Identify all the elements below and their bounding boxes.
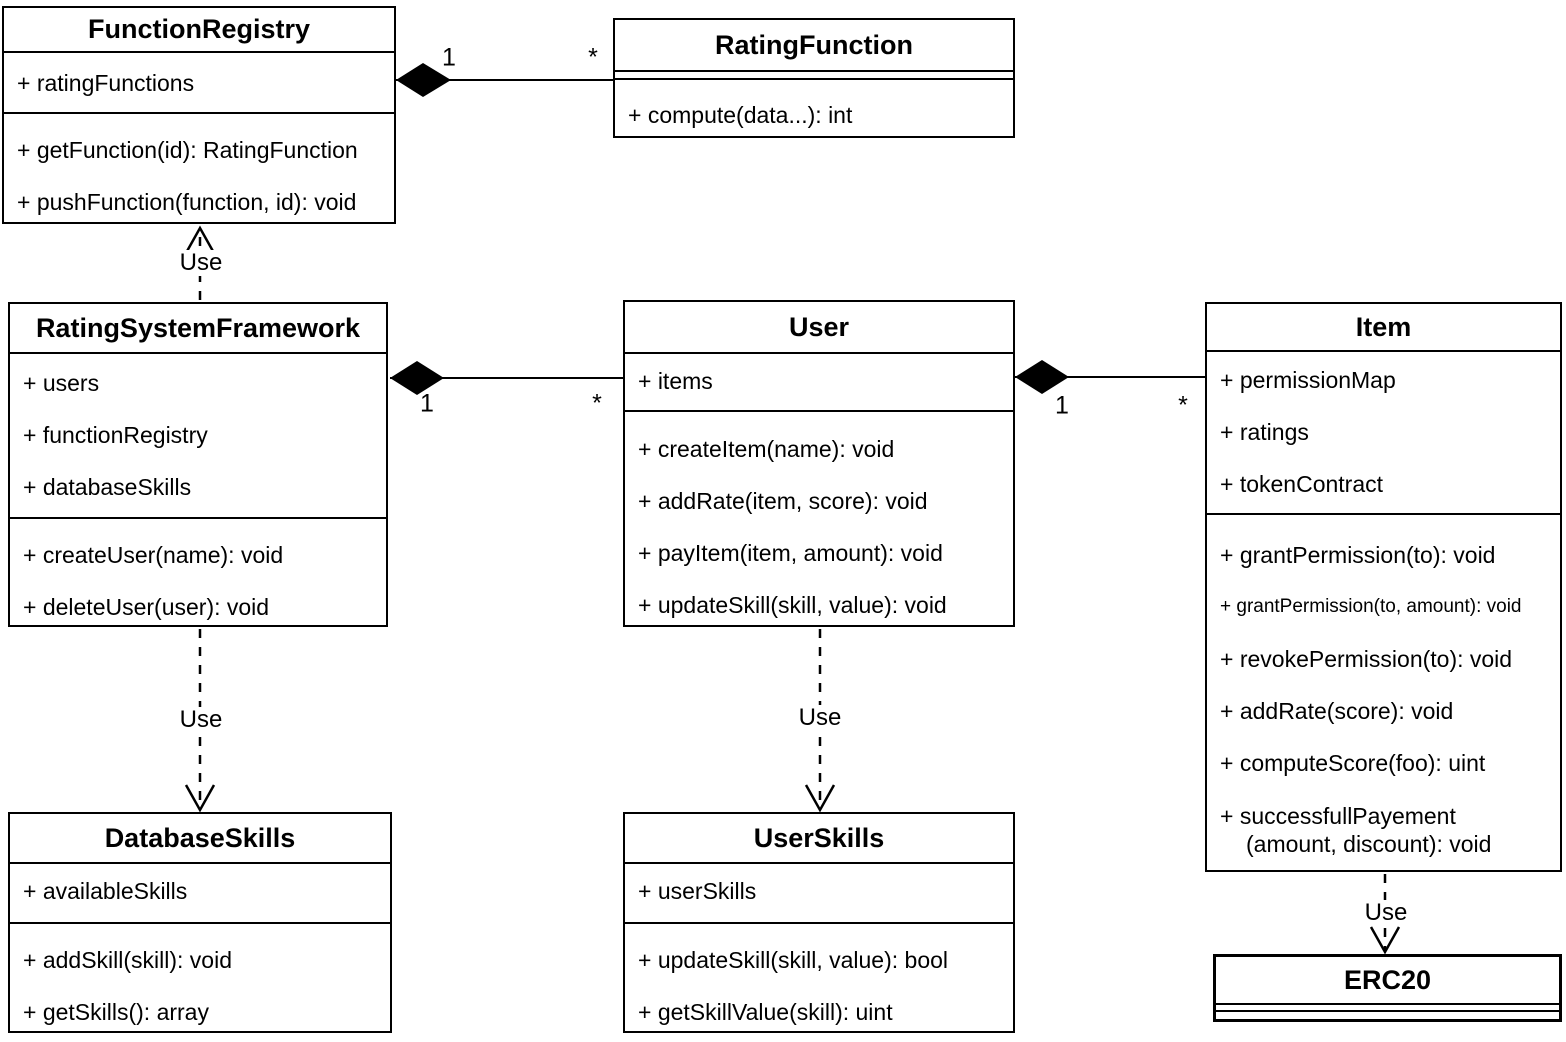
class-method: + createUser(name): void <box>23 541 284 568</box>
class-method: + addRate(score): void <box>1220 697 1454 724</box>
class-method: + pushFunction(function, id): void <box>17 188 357 215</box>
class-method: + successfullPayement (amount, discount)… <box>1220 803 1492 857</box>
class-method: + grantPermission(to): void <box>1220 541 1496 568</box>
class-attribute: + permissionMap <box>1220 366 1396 393</box>
class-method: + deleteUser(user): void <box>23 593 270 620</box>
class-method: + createItem(name): void <box>638 435 895 462</box>
class-attribute: + ratingFunctions <box>17 69 195 96</box>
multiplicity-label: 1 <box>442 43 456 72</box>
class-attribute: + databaseSkills <box>23 473 192 500</box>
class-attribute: + tokenContract <box>1220 470 1384 497</box>
class-box-ratingsystemframework[interactable]: RatingSystemFramework + users + function… <box>8 302 388 627</box>
use-label: Use <box>794 705 846 731</box>
use-label: Use <box>175 250 227 276</box>
use-label: Use <box>175 707 227 733</box>
class-method: + addRate(item, score): void <box>638 487 928 514</box>
composition-diamond-icon <box>390 361 444 395</box>
class-method: + computeScore(foo): uint <box>1220 749 1486 776</box>
class-title: FunctionRegistry <box>4 8 394 53</box>
class-method: + payItem(item, amount): void <box>638 539 943 566</box>
class-method: + addSkill(skill): void <box>23 946 232 973</box>
class-title: RatingSystemFramework <box>10 304 386 354</box>
class-box-functionregistry[interactable]: FunctionRegistry + ratingFunctions + get… <box>2 6 396 224</box>
class-title: Item <box>1207 304 1560 352</box>
multiplicity-label: 1 <box>420 389 434 418</box>
class-attribute: + availableSkills <box>23 877 188 904</box>
class-attribute: + userSkills <box>638 877 757 904</box>
class-method: + getFunction(id): RatingFunction <box>17 136 358 163</box>
multiplicity-label: * <box>1178 391 1188 420</box>
class-title: UserSkills <box>625 814 1013 864</box>
class-method: + revokePermission(to): void <box>1220 645 1513 672</box>
multiplicity-label: * <box>592 389 602 418</box>
empty-attributes-section <box>1216 1005 1559 1012</box>
multiplicity-label: 1 <box>1055 391 1069 420</box>
class-attribute: + ratings <box>1220 418 1309 445</box>
class-title: ERC20 <box>1216 957 1559 1005</box>
class-title: RatingFunction <box>615 20 1013 72</box>
class-method: + getSkills(): array <box>23 998 209 1025</box>
dependency-arrow-icon <box>804 784 836 813</box>
class-box-user[interactable]: User + items + createItem(name): void + … <box>623 300 1015 627</box>
class-method: + compute(data...): int <box>628 101 853 128</box>
class-attribute: + functionRegistry <box>23 421 208 448</box>
class-method: + getSkillValue(skill): uint <box>638 998 893 1025</box>
class-box-item[interactable]: Item + permissionMap + ratings + tokenCo… <box>1205 302 1562 872</box>
class-method: + updateSkill(skill, value): bool <box>638 946 949 973</box>
class-box-erc20[interactable]: ERC20 <box>1213 954 1562 1022</box>
composition-diamond-icon <box>1015 360 1069 394</box>
use-label: Use <box>1360 900 1412 926</box>
class-title: DatabaseSkills <box>10 814 390 864</box>
class-method: + grantPermission(to, amount): void <box>1220 596 1522 617</box>
class-box-databaseskills[interactable]: DatabaseSkills + availableSkills + addSk… <box>8 812 392 1033</box>
empty-methods-section <box>1216 1012 1559 1019</box>
class-box-ratingfunction[interactable]: RatingFunction + compute(data...): int <box>613 18 1015 138</box>
dependency-arrow-icon <box>184 784 216 813</box>
class-box-userskills[interactable]: UserSkills + userSkills + updateSkill(sk… <box>623 812 1015 1033</box>
empty-attributes-section <box>615 72 1013 80</box>
class-attribute: + items <box>638 367 713 394</box>
class-attribute: + users <box>23 369 100 396</box>
class-method: + updateSkill(skill, value): void <box>638 591 947 618</box>
class-title: User <box>625 302 1013 354</box>
dependency-arrow-icon <box>1369 926 1401 955</box>
multiplicity-label: * <box>588 43 598 72</box>
